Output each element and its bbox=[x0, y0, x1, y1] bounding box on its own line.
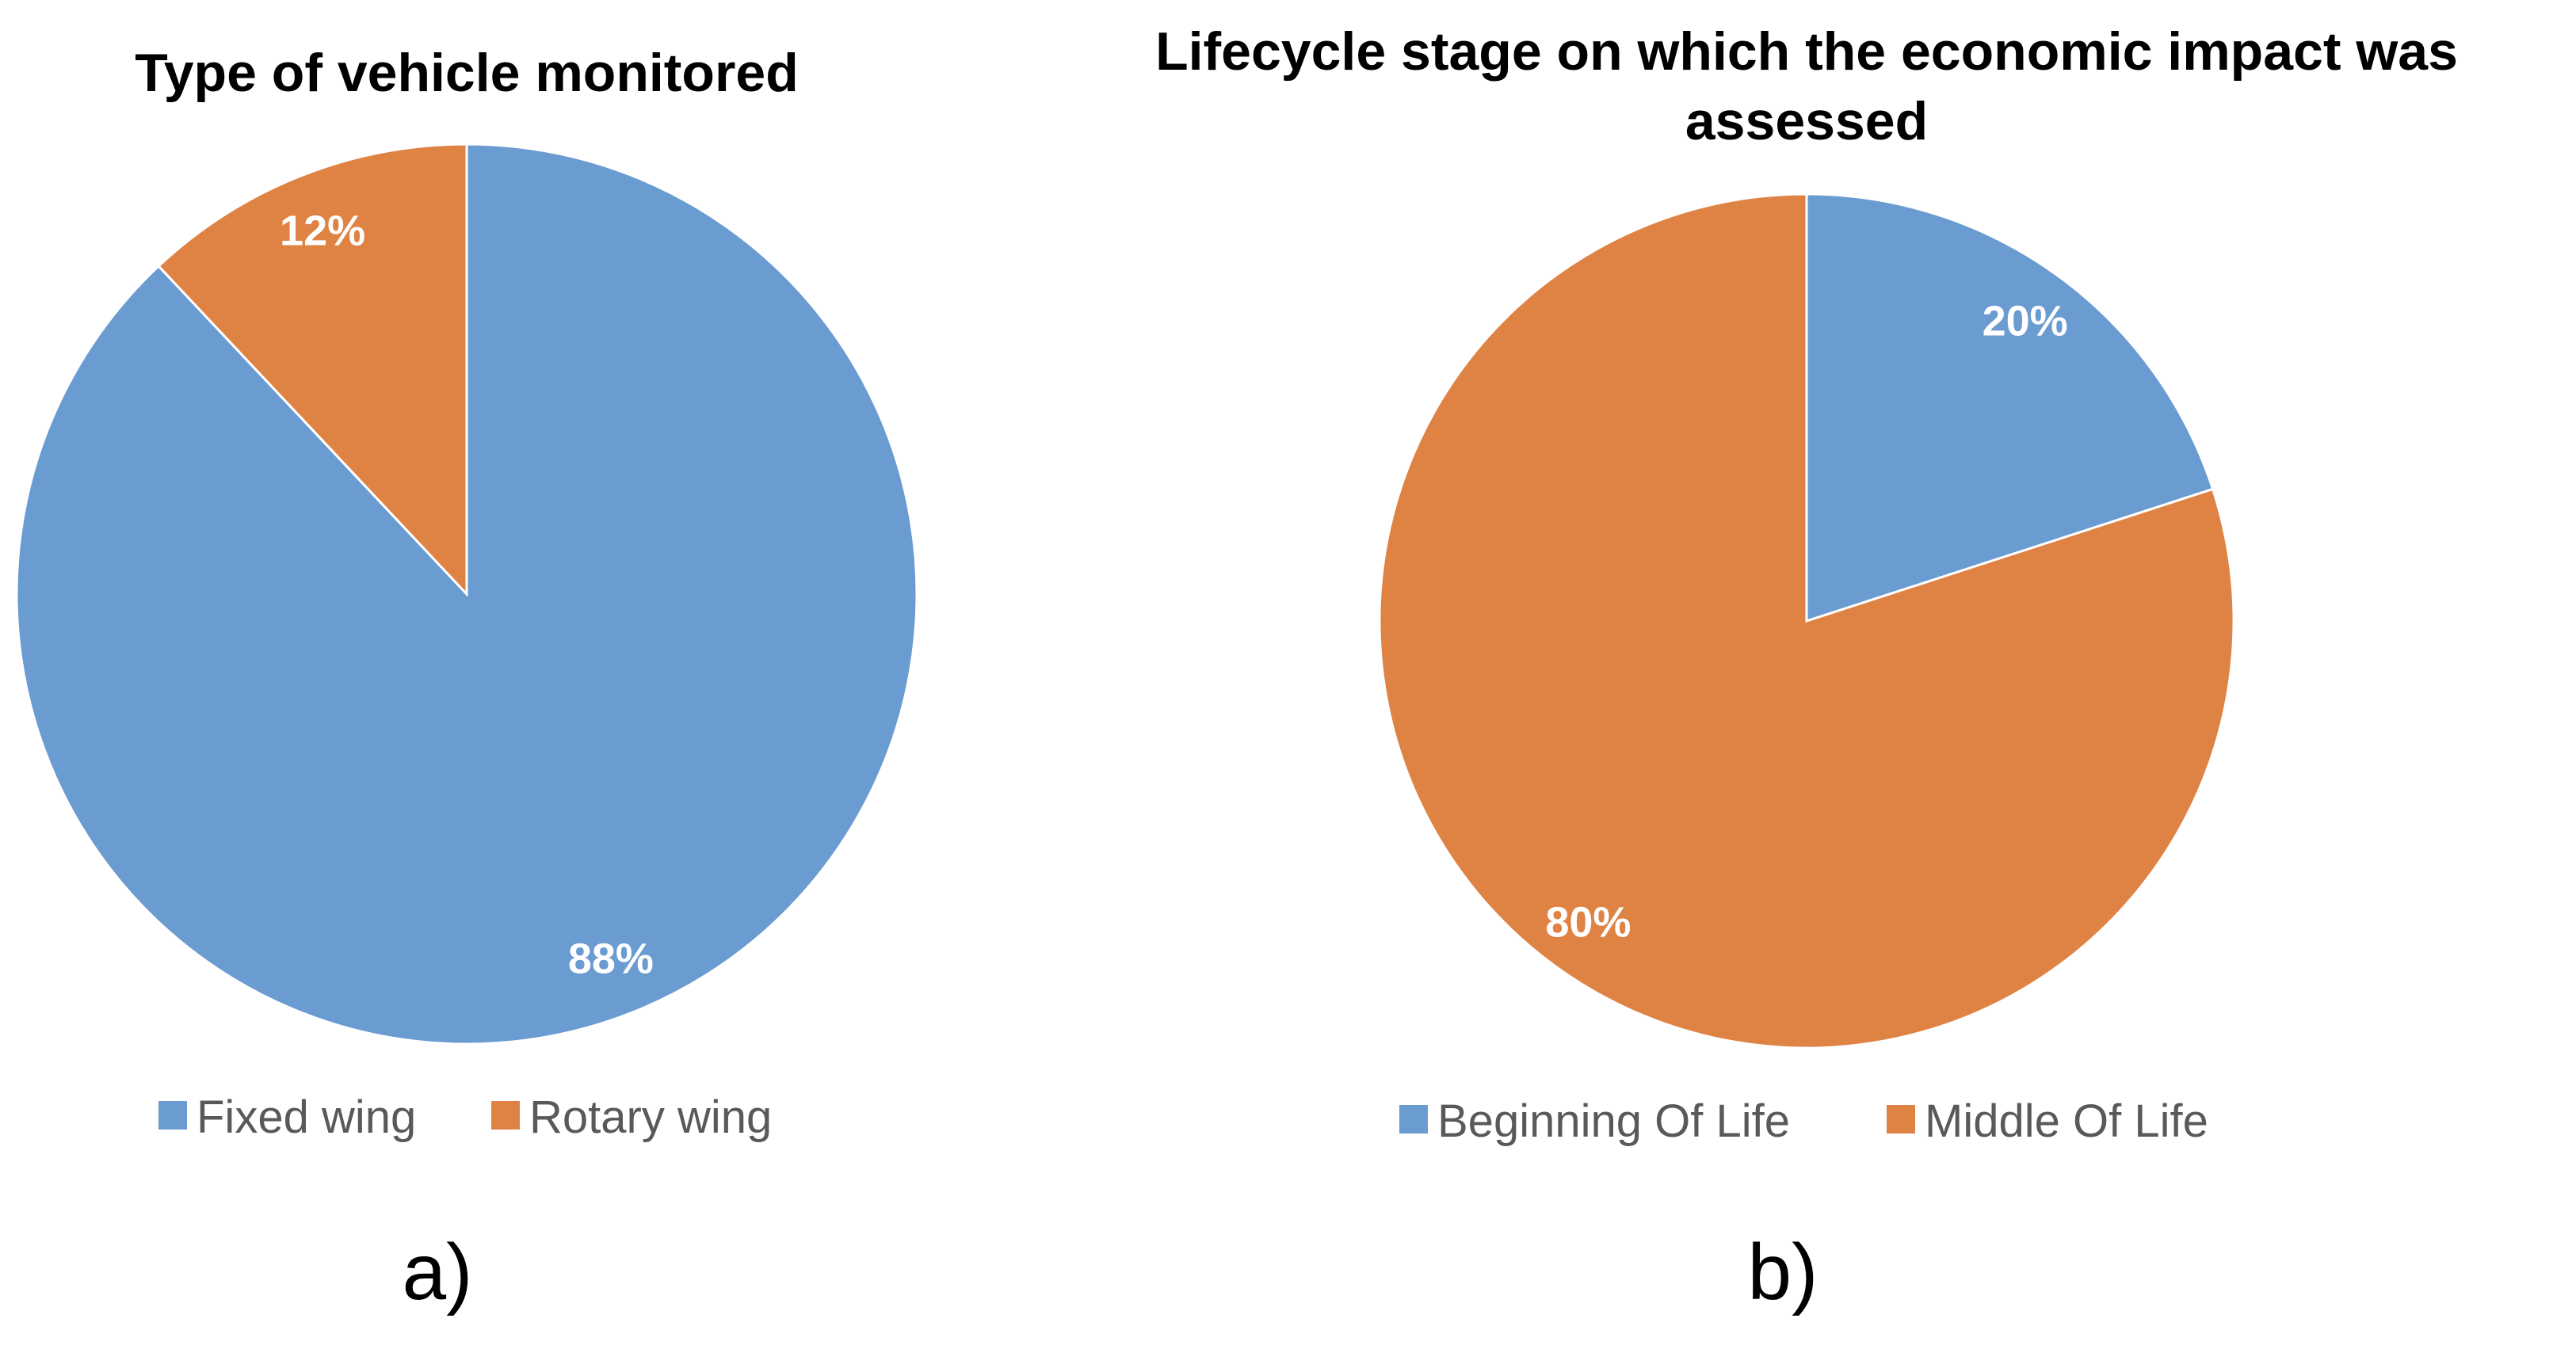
chart-b: Lifecycle stage on which the economic im… bbox=[1155, 21, 2458, 1316]
chart-b-pie: 20% 80% bbox=[1378, 192, 2235, 1050]
legend-swatch bbox=[1887, 1105, 1915, 1134]
legend-swatch bbox=[1399, 1105, 1428, 1134]
chart-a-title: Type of vehicle monitored bbox=[135, 43, 799, 103]
legend-label: Rotary wing bbox=[529, 1092, 772, 1143]
legend-label: Fixed wing bbox=[197, 1092, 416, 1143]
legend-label: Beginning Of Life bbox=[1437, 1095, 1790, 1147]
legend-label: Middle Of Life bbox=[1925, 1095, 2208, 1147]
legend-swatch bbox=[491, 1101, 520, 1130]
legend-swatch bbox=[158, 1101, 187, 1130]
chart-a-panel-label: a) bbox=[403, 1228, 473, 1316]
data-label: 80% bbox=[1545, 898, 1631, 946]
data-label: 12% bbox=[280, 208, 365, 255]
chart-b-legend: Beginning Of Life Middle Of Life bbox=[1399, 1095, 2208, 1147]
chart-b-panel-label: b) bbox=[1748, 1228, 1818, 1316]
pie-slice-rotary-wing bbox=[157, 143, 468, 597]
data-label: 88% bbox=[568, 935, 654, 982]
pie-slice-middle-of-life bbox=[1378, 192, 2235, 1050]
pie-slice-beginning-of-life bbox=[1805, 192, 2215, 623]
chart-b-title-line-1: Lifecycle stage on which the economic im… bbox=[1155, 21, 2458, 82]
data-label: 20% bbox=[1983, 298, 2068, 345]
chart-a-legend: Fixed wing Rotary wing bbox=[158, 1092, 772, 1143]
chart-a-pie: 88% 12% bbox=[15, 143, 918, 1046]
chart-a: Type of vehicle monitored 88% 12% Fixed w… bbox=[15, 43, 918, 1316]
chart-b-title-line-2: assessed bbox=[1685, 91, 1928, 151]
